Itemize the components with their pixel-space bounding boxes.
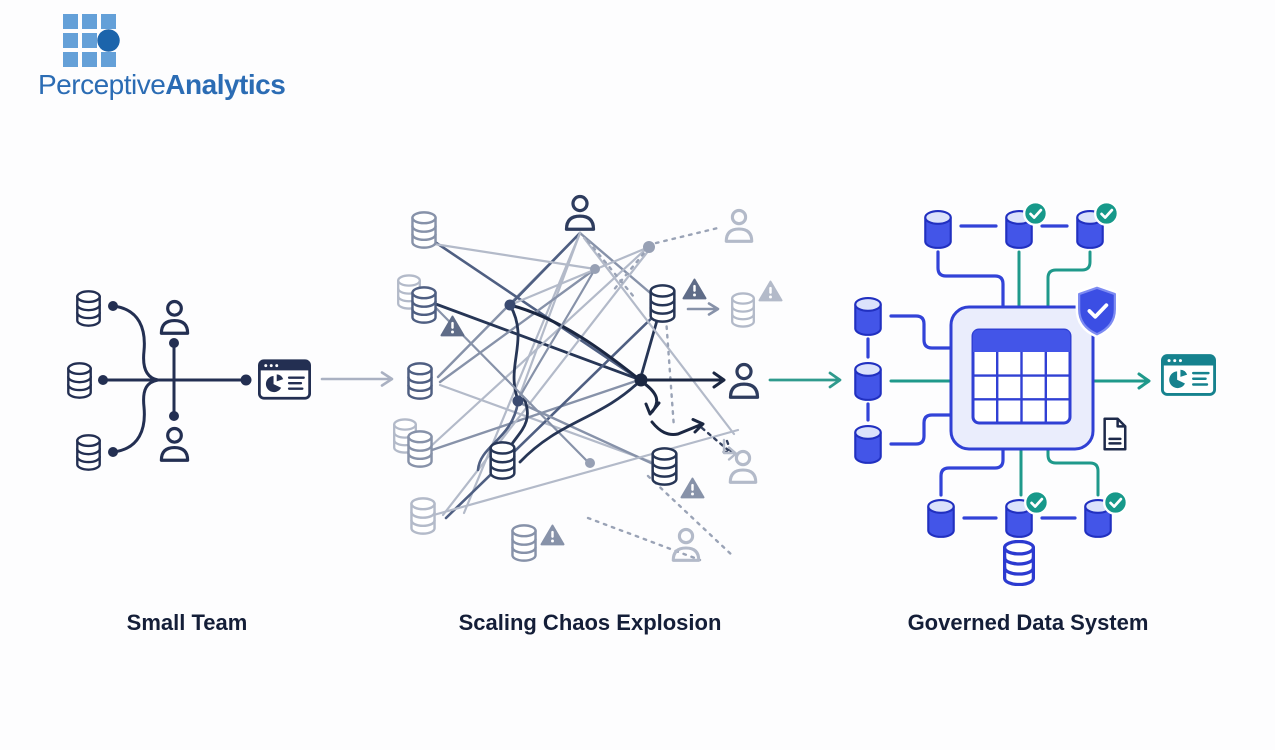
logo-text-regular: Perceptive — [38, 69, 166, 100]
logo-text-bold: Analytics — [165, 69, 286, 100]
database-icon — [407, 430, 433, 468]
logo-square — [63, 14, 78, 29]
verified-check-icon — [1022, 200, 1049, 227]
logo-square — [101, 52, 116, 67]
user-icon — [724, 208, 754, 243]
logo-grid-icon — [63, 14, 285, 67]
user-icon — [564, 194, 596, 231]
database-icon — [410, 497, 436, 535]
database-icon — [76, 290, 101, 327]
dashboard-icon — [258, 359, 311, 400]
database-icon — [731, 292, 755, 328]
table-grid — [973, 352, 1070, 423]
chaos-arrows — [641, 302, 738, 461]
logo-square — [82, 14, 97, 29]
chaos-junction-dots — [504, 241, 655, 468]
database-blue-icon — [854, 297, 882, 336]
database-icon — [511, 524, 537, 562]
governed-teal-connectors — [889, 250, 1151, 497]
warning-icon — [758, 280, 783, 302]
database-icon — [411, 211, 437, 249]
database-icon — [649, 284, 676, 323]
logo-square — [82, 33, 97, 48]
database-blue-icon — [924, 210, 952, 249]
shield-check-icon — [1079, 288, 1115, 334]
small-team-junction-dots — [98, 301, 252, 457]
caption-small-team: Small Team — [126, 610, 248, 635]
database-icon — [489, 441, 516, 480]
user-icon — [728, 362, 760, 399]
caption-governed-data-system: Governed Data System — [907, 610, 1149, 635]
user-icon — [159, 426, 190, 462]
database-outline-icon — [1002, 540, 1036, 586]
database-blue-icon — [854, 425, 882, 464]
database-icon — [76, 434, 101, 471]
chaos-dotted-lines — [586, 225, 736, 562]
warning-icon — [540, 524, 565, 546]
verified-check-icon — [1102, 489, 1129, 516]
governed-table-panel — [949, 305, 1095, 451]
arrow-chaos-to-governed — [768, 371, 842, 389]
chaos-network-lines — [428, 231, 740, 520]
document-icon — [1103, 417, 1127, 451]
logo-square — [101, 14, 116, 29]
verified-check-icon — [1093, 200, 1120, 227]
dashboard-icon — [1161, 354, 1216, 396]
logo-circle — [97, 29, 120, 52]
database-icon — [67, 362, 92, 399]
table-header — [973, 330, 1070, 352]
logo-square — [63, 33, 78, 48]
database-blue-icon — [854, 362, 882, 401]
caption-scaling-chaos: Scaling Chaos Explosion — [458, 610, 722, 635]
warning-icon — [440, 315, 465, 337]
small-team-connectors — [101, 304, 248, 454]
perceptive-analytics-logo: PerceptiveAnalytics — [38, 14, 286, 100]
database-icon — [411, 286, 437, 324]
logo-square — [82, 52, 97, 67]
database-blue-icon — [927, 499, 955, 538]
user-icon — [159, 299, 190, 335]
database-icon — [407, 362, 433, 400]
stage-small-team — [67, 290, 311, 471]
warning-icon — [682, 278, 707, 300]
stage-governed-data-system — [854, 200, 1216, 586]
governed-blue-connectors — [866, 224, 1077, 520]
logo-wordmark: PerceptiveAnalytics — [38, 69, 286, 100]
database-icon — [651, 447, 678, 486]
verified-check-icon — [1023, 489, 1050, 516]
warning-icon — [680, 477, 705, 499]
logo-square — [63, 52, 78, 67]
stage-scaling-chaos — [393, 194, 783, 562]
arrow-small-to-chaos — [320, 371, 394, 387]
